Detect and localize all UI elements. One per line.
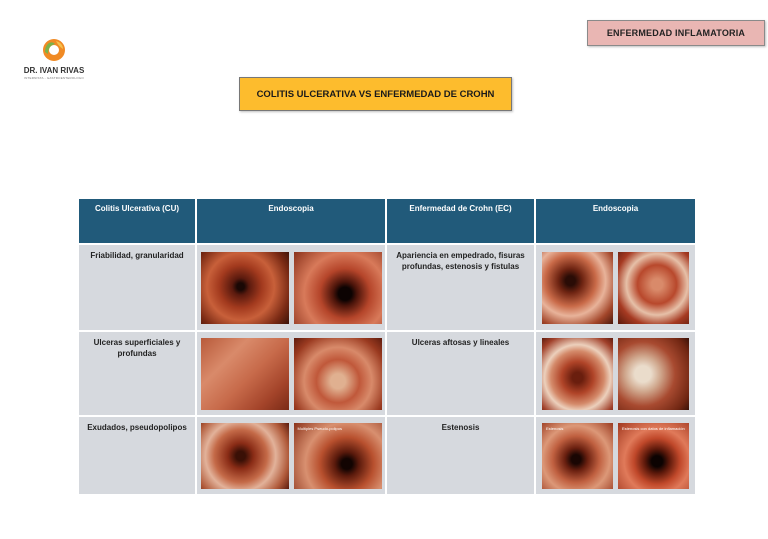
endoscopy-photo [200, 251, 289, 324]
endoscopy-photo [293, 337, 382, 410]
header-endoscopy-ec: Endoscopia [536, 199, 695, 243]
comparison-table: Colitis Ulcerativa (CU) Endoscopia Enfer… [79, 199, 695, 494]
endoscopy-photo [618, 251, 689, 324]
endoscopy-photo [542, 337, 613, 410]
logo-subtitle: INTERNISTA - GASTROENTEROLOGO [24, 76, 84, 80]
endoscopy-photo: Multiples Pseudo-polipos [293, 422, 382, 489]
endoscopy-photo [542, 251, 613, 324]
endoscopy-photo: Estenosis [542, 422, 613, 489]
ec-feature-cobblestone: Apariencia en empedrado, fisuras profund… [387, 245, 534, 330]
cu-feature-ulcers: Ulceras superficiales y profundas [79, 332, 195, 415]
ec-endoscopy-images [536, 245, 695, 330]
logo-icon [43, 39, 65, 61]
header-ec: Enfermedad de Crohn (EC) [387, 199, 534, 243]
header-endoscopy-cu: Endoscopia [197, 199, 385, 243]
photo-label: Estenosis con datos de inflamación [622, 425, 685, 431]
logo: DR. IVAN RIVAS INTERNISTA - GASTROENTERO… [14, 36, 94, 86]
cu-endoscopy-images: Multiples Pseudo-polipos [197, 417, 385, 494]
photo-label: Estenosis [546, 425, 564, 431]
cu-endoscopy-images [197, 245, 385, 330]
endoscopy-photo [200, 337, 289, 410]
logo-name: DR. IVAN RIVAS [23, 66, 85, 75]
cu-endoscopy-images [197, 332, 385, 415]
ec-feature-aphthous-ulcers: Ulceras aftosas y lineales [387, 332, 534, 415]
page-title: COLITIS ULCERATIVA VS ENFERMEDAD DE CROH… [239, 77, 512, 111]
endoscopy-photo [618, 337, 689, 410]
ec-feature-stenosis: Estenosis [387, 417, 534, 494]
ec-endoscopy-images [536, 332, 695, 415]
endoscopy-photo: Estenosis con datos de inflamación [618, 422, 689, 489]
photo-label: Multiples Pseudo-polipos [297, 425, 342, 431]
section-tag: ENFERMEDAD INFLAMATORIA [587, 20, 765, 46]
ec-endoscopy-images: Estenosis Estenosis con datos de inflama… [536, 417, 695, 494]
cu-feature-friability: Friabilidad, granularidad [79, 245, 195, 330]
cu-feature-exudates: Exudados, pseudopolipos [79, 417, 195, 494]
header-cu: Colitis Ulcerativa (CU) [79, 199, 195, 243]
endoscopy-photo [293, 251, 382, 324]
endoscopy-photo [200, 422, 289, 489]
